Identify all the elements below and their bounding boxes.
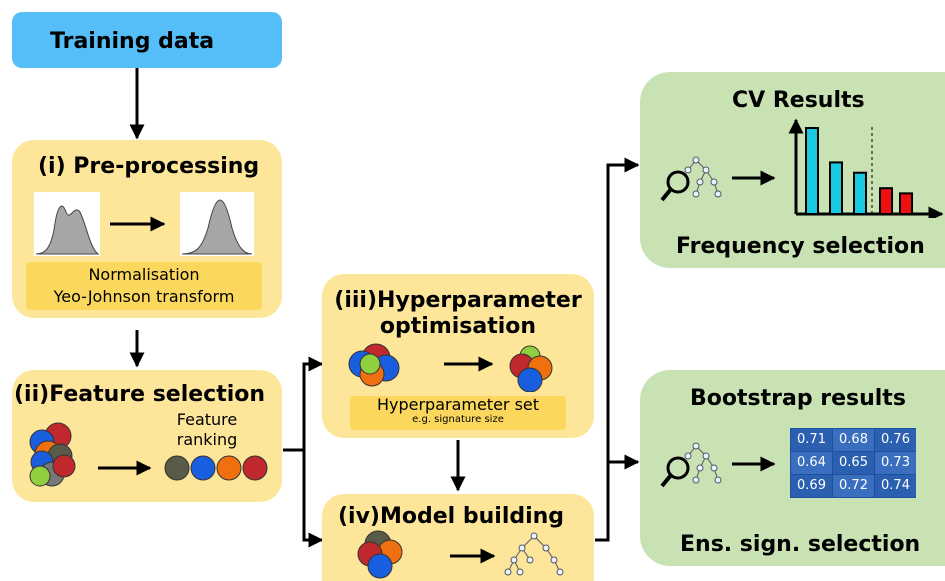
hyperparameter-set-label: Hyperparameter set — [376, 395, 540, 414]
feature-selection-box: (ii)Feature selection Feature ranking — [12, 370, 282, 502]
cv-results-title: CV Results — [732, 88, 865, 113]
cv-bar-selected — [829, 161, 843, 215]
matrix-cell: 0.74 — [875, 475, 916, 497]
feature-clusters-icon — [29, 422, 268, 487]
matrix-cell: 0.64 — [791, 452, 832, 474]
matrix-cell: 0.76 — [875, 429, 916, 451]
hyperparameter-box: (iii)Hyperparameter optimisation Hyperpa… — [322, 274, 594, 438]
arrow-model-to-results-branch — [595, 157, 640, 542]
cv-bar-rejected — [879, 187, 893, 215]
arrow-to-cv-chart — [732, 170, 776, 186]
signature-size-label: e.g. signature size — [412, 414, 504, 425]
arrow-feature-to-model — [302, 450, 324, 548]
model-tree-icon — [357, 530, 564, 579]
hyperparameter-clusters-icon — [348, 343, 553, 392]
training-data-box: Training data — [12, 12, 282, 68]
feature-selection-title: (ii)Feature selection — [14, 382, 266, 407]
matrix-cell: 0.68 — [833, 429, 874, 451]
model-building-box: (iv)Model building — [322, 494, 594, 581]
training-data-label: Training data — [50, 29, 215, 54]
cv-bar-selected — [805, 127, 819, 215]
matrix-cell: 0.72 — [833, 475, 874, 497]
matrix-cell: 0.69 — [791, 475, 832, 497]
preprocessing-title: (i) Pre-processing — [38, 154, 260, 179]
hyperparameter-title-line2: optimisation — [379, 314, 537, 339]
feature-ranking-label: Feature ranking — [172, 410, 242, 450]
cv-frequency-chart — [788, 118, 944, 218]
hyperparameter-title-line1: (iii)Hyperparameter — [334, 288, 582, 313]
matrix-cell: 0.73 — [875, 452, 916, 474]
hyperparameter-band: Hyperparameter set e.g. signature size — [350, 396, 566, 430]
feature-ranking-line1: Feature — [176, 410, 238, 429]
hyperparameter-title: (iii)Hyperparameter optimisation — [322, 288, 594, 340]
feature-ranking-line2: ranking — [176, 430, 238, 449]
arrow-to-bootstrap-matrix — [732, 456, 776, 472]
preprocessing-band: Normalisation Yeo-Johnson transform — [26, 262, 262, 310]
cv-results-box: CV Results Frequency selection — [640, 72, 945, 268]
preprocessing-box: (i) Pre-processing Normalisation Yeo-Joh… — [12, 140, 282, 318]
bootstrap-magnifier-tree-icon — [660, 442, 722, 488]
distribution-plots-icon — [34, 192, 254, 256]
cv-caption: Frequency selection — [676, 234, 925, 259]
matrix-cell: 0.65 — [833, 452, 874, 474]
cv-bar-rejected — [899, 192, 913, 215]
arrow-feature-split — [283, 364, 322, 452]
cv-bar-selected — [853, 171, 867, 215]
magnifier-tree-icon — [660, 156, 722, 202]
matrix-cell: 0.71 — [791, 429, 832, 451]
yeo-johnson-label: Yeo-Johnson transform — [53, 287, 235, 306]
normalisation-label: Normalisation — [88, 265, 200, 284]
bootstrap-caption: Ens. sign. selection — [680, 532, 921, 557]
bootstrap-title: Bootstrap results — [690, 386, 906, 411]
model-building-title: (iv)Model building — [338, 504, 565, 529]
